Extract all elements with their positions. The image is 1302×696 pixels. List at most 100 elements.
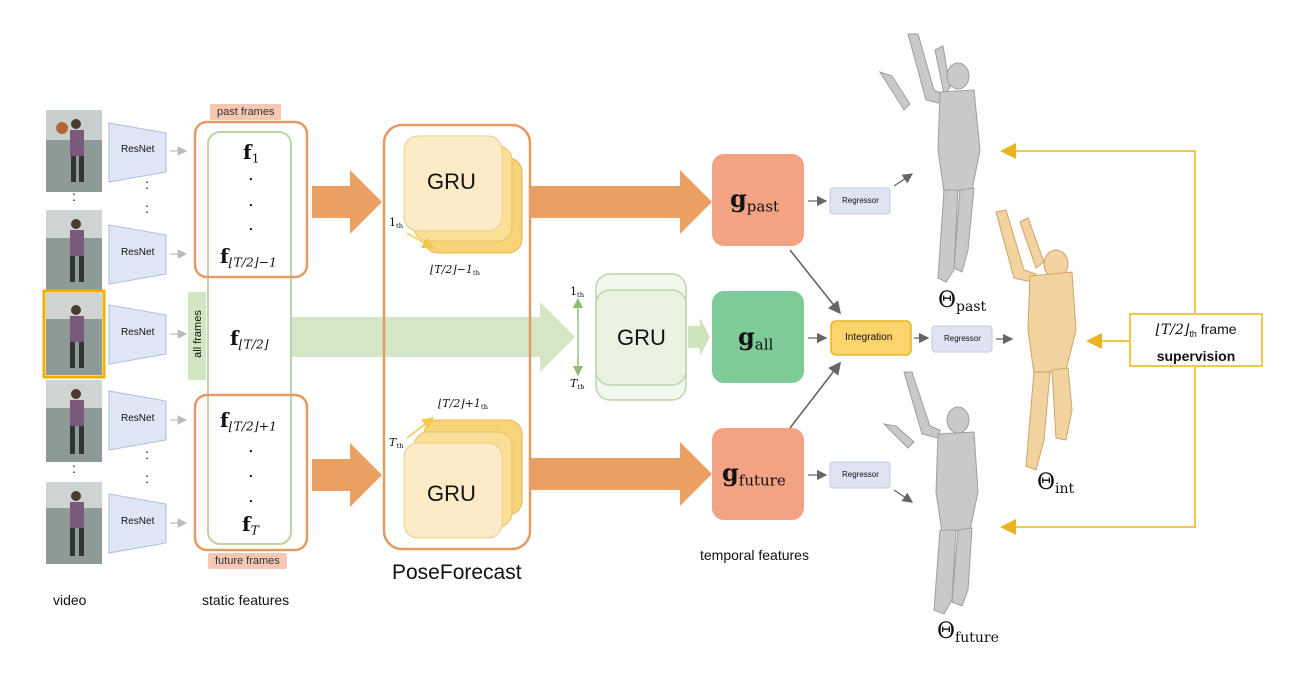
g-past-base: g bbox=[730, 184, 747, 213]
g-future-box bbox=[712, 428, 804, 520]
middle-top-value: 1 bbox=[570, 285, 577, 298]
future-dot-2: . bbox=[248, 461, 254, 482]
f1-base: f bbox=[243, 140, 252, 164]
past-start-value: 1 bbox=[389, 216, 396, 229]
regressor-past-box bbox=[829, 187, 891, 215]
supervision-text: ⌊T/2⌋th frame supervision bbox=[1130, 318, 1262, 367]
g-future-sub: future bbox=[738, 471, 786, 490]
arrow-regressor-past-mesh bbox=[893, 173, 914, 187]
orange-arrow-future-in bbox=[312, 443, 382, 507]
g-all-box bbox=[712, 291, 804, 383]
g-past-label: gpast bbox=[730, 184, 779, 216]
f-past-end-label: f⌊T/2⌋−1 bbox=[220, 244, 277, 270]
resnet-block-5 bbox=[108, 493, 188, 554]
theta-int-label: Θint bbox=[1037, 470, 1074, 497]
f-past-end-sub: ⌊T/2⌋−1 bbox=[228, 254, 277, 270]
past-dot-3: . bbox=[248, 214, 254, 235]
future-dot-1: . bbox=[248, 436, 254, 457]
orange-arrow-past-out bbox=[530, 170, 712, 234]
integration-label: Integration bbox=[845, 332, 893, 343]
g-all-label: gall bbox=[738, 322, 773, 354]
video-frame-4 bbox=[46, 380, 102, 462]
gru-stack-past bbox=[403, 135, 523, 254]
regressor-int-box bbox=[931, 325, 993, 353]
video-frame-2 bbox=[46, 210, 102, 292]
arrow-gpast-integration bbox=[789, 249, 841, 315]
past-frames-box bbox=[193, 120, 309, 279]
regressor-past-label: Regressor bbox=[842, 196, 879, 205]
f-future-start-label: f⌊T/2⌋+1 bbox=[220, 408, 277, 434]
gru-future-label: GRU bbox=[427, 481, 476, 506]
theta-int-base: Θ bbox=[1037, 470, 1056, 495]
future-start-value: T bbox=[389, 436, 397, 449]
resnet-block-3 bbox=[108, 304, 188, 365]
past-end-sub: th bbox=[472, 269, 480, 278]
g-past-sub: past bbox=[746, 197, 780, 216]
g-all-base: g bbox=[738, 322, 755, 351]
fT-sub: T bbox=[250, 522, 259, 538]
future-frames-box bbox=[193, 393, 309, 552]
mesh-past bbox=[878, 33, 981, 283]
resnet-label-1: ResNet bbox=[121, 144, 155, 155]
middle-gru-bottom-index: Tth bbox=[570, 377, 584, 391]
temporal-features-caption: temporal features bbox=[700, 547, 809, 563]
all-frames-label: all frames bbox=[192, 310, 204, 358]
future-end-sub: th bbox=[480, 403, 488, 412]
resnet-blocks bbox=[108, 122, 188, 554]
supervision-line-top bbox=[1000, 143, 1196, 316]
all-frames-box bbox=[207, 131, 292, 545]
video-frame-1 bbox=[46, 110, 102, 192]
past-start-sub: th bbox=[396, 222, 404, 231]
f-past-end-base: f bbox=[220, 244, 229, 268]
theta-past-label: Θpast bbox=[938, 288, 986, 315]
resnet-label-4: ResNet bbox=[121, 413, 155, 424]
arrow-gfuture-integration bbox=[789, 361, 841, 429]
resnet-label-2: ResNet bbox=[121, 247, 155, 258]
orange-arrow-past-in bbox=[312, 170, 382, 234]
video-caption: video bbox=[53, 592, 87, 608]
f-mid-sub: ⌊T/2⌋ bbox=[238, 336, 269, 352]
g-future-label: gfuture bbox=[722, 458, 786, 490]
theta-int-sub: int bbox=[1055, 481, 1075, 498]
supervision-line1: ⌊T/2⌋th frame bbox=[1130, 318, 1262, 345]
green-arrow-all bbox=[292, 302, 575, 372]
future-start-index: Tth bbox=[389, 436, 403, 450]
resnet-block-1 bbox=[108, 122, 188, 183]
poseforecast-box bbox=[382, 123, 532, 551]
theta-future-sub: future bbox=[955, 630, 999, 647]
supervision-frame-word: frame bbox=[1200, 321, 1237, 337]
supervision-frame-sub: th bbox=[1189, 329, 1197, 339]
mesh-int bbox=[995, 209, 1077, 471]
resnet-ellipsis-1b: : bbox=[145, 200, 149, 216]
f1-sub: 1 bbox=[251, 150, 260, 166]
gru-stack-future bbox=[403, 417, 523, 539]
g-all-sub: all bbox=[754, 335, 774, 354]
poseforecast-title: PoseForecast bbox=[392, 561, 522, 584]
static-features-caption: static features bbox=[202, 592, 290, 608]
resnet-block-4 bbox=[108, 390, 188, 451]
theta-future-label: Θfuture bbox=[937, 619, 999, 646]
resnet-label-5: ResNet bbox=[121, 516, 155, 527]
g-future-base: g bbox=[722, 458, 739, 487]
frame-ellipsis-1: : bbox=[72, 188, 76, 204]
frame-ellipsis-2: : bbox=[72, 460, 76, 476]
supervision-frame-math: ⌊T/2⌋ bbox=[1155, 322, 1190, 338]
gru-stack-middle bbox=[572, 273, 710, 401]
theta-future-base: Θ bbox=[937, 619, 956, 644]
theta-past-sub: past bbox=[956, 299, 987, 316]
mesh-future bbox=[882, 371, 979, 615]
middle-bottom-value: T bbox=[570, 377, 578, 390]
resnet-block-2 bbox=[108, 224, 188, 285]
future-dot-3: . bbox=[248, 486, 254, 507]
supervision-box bbox=[1129, 313, 1263, 367]
resnet-ellipsis-1a: : bbox=[145, 176, 149, 192]
middle-bottom-sub: th bbox=[577, 383, 585, 392]
supervision-line-bottom bbox=[1000, 366, 1196, 535]
orange-arrow-future-out bbox=[530, 442, 712, 506]
theta-past-base: Θ bbox=[938, 288, 957, 313]
regressor-future-box bbox=[829, 461, 891, 489]
regressor-int-label: Regressor bbox=[944, 334, 981, 343]
future-start-sub: th bbox=[396, 442, 404, 451]
resnet-ellipsis-2b: : bbox=[145, 470, 149, 486]
video-frame-3-highlighted bbox=[42, 289, 106, 379]
